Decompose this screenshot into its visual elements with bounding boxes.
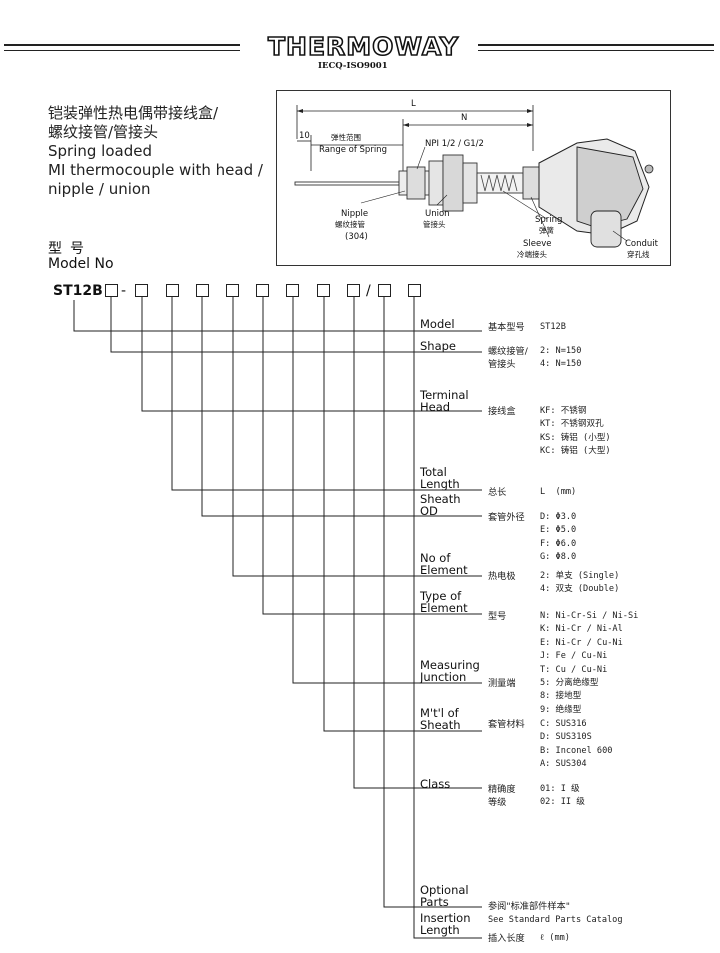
field-label-optional-parts: Optional Parts: [420, 883, 469, 909]
nipple-material-label: (304): [345, 232, 368, 242]
field-values-optional-parts: See Standard Parts Catalog: [488, 915, 623, 925]
field-label-shape: Shape: [420, 339, 457, 353]
code-slash: /: [366, 283, 371, 299]
code-box-junction: [286, 284, 299, 297]
product-title: 铠装弹性热电偶带接线盒/ 螺纹接管/管接头 Spring loaded MI t…: [48, 104, 263, 199]
spring-en-label: Spring: [535, 215, 563, 225]
field-cn-model: 基本型号: [488, 322, 525, 333]
brand-logo: THERMOWAY: [267, 32, 459, 61]
field-label-insertion-length: Insertion Length: [420, 911, 471, 937]
code-box-od: [196, 284, 209, 297]
field-values-no-of-element: 2: 单支 (Single) 4: 双支 (Double): [540, 571, 620, 595]
conduit-en-label: Conduit: [625, 239, 658, 249]
diagram-drawing: [294, 105, 654, 248]
header-rule-right-thin: [478, 50, 714, 51]
field-cn-optional-parts: 参阅"标准部件样本": [488, 901, 570, 912]
field-values-model: ST12B: [540, 322, 566, 332]
range-en-label: Range of Spring: [319, 145, 387, 155]
model-no-cn: 型号: [48, 241, 92, 257]
field-label-terminal-head: Terminal Head: [420, 388, 469, 414]
code-box-optional: [378, 284, 391, 297]
certification-label: IECQ-ISO9001: [318, 61, 388, 71]
field-label-class: Class: [420, 777, 451, 791]
field-values-type-of-element: N: Ni-Cr-Si / Ni-Si K: Ni-Cr / Ni-Al E: …: [540, 611, 639, 675]
field-values-terminal-head: KF: 不锈钢 KT: 不锈钢双孔 KS: 铸铝 (小型) KC: 铸铝 (大型…: [540, 406, 611, 457]
field-label-type-of-element: Type of Element: [420, 589, 468, 615]
dim-N-label: N: [461, 113, 468, 123]
sleeve-cn-label: 冷端接头: [517, 250, 547, 259]
title-en-line1: Spring loaded: [48, 142, 152, 160]
conduit-cn-label: 穿孔线: [627, 250, 650, 259]
field-values-class: 01: I 级 02: II 级: [540, 784, 585, 808]
field-values-sheath-od: D: Φ3.0 E: Φ5.0 F: Φ6.0 G: Φ8.0: [540, 512, 577, 563]
field-label-sheath-od: Sheath OD: [420, 492, 461, 518]
title-en-line3: nipple / union: [48, 180, 151, 198]
field-label-model: Model: [420, 317, 455, 331]
code-box-shape: [105, 284, 118, 297]
union-cn-label: 管接头: [423, 220, 446, 229]
code-dash: -: [121, 283, 127, 299]
nipple-en-label: Nipple: [341, 209, 369, 219]
code-box-head: [135, 284, 148, 297]
title-cn-line2: 螺纹接管/管接头: [48, 123, 159, 141]
field-values-sheath-material: C: SUS316 D: SUS310S B: Inconel 600 A: S…: [540, 719, 613, 770]
header-rule-left: [4, 44, 240, 46]
code-box-sheath: [317, 284, 330, 297]
title-en-line2: MI thermocouple with head /: [48, 161, 263, 179]
model-code: ST12B: [53, 283, 103, 299]
field-cn-insertion-length: 插入长度: [488, 933, 525, 944]
nipple-cn-label: 螺纹接管: [335, 220, 365, 229]
range-cn-label: 弹性范围: [331, 133, 361, 142]
field-cn-terminal-head: 接线盒: [488, 406, 516, 417]
field-cn-type-of-element: 型号: [488, 611, 507, 622]
dim-L-label: L: [411, 99, 416, 109]
field-label-measuring-junction: Measuring Junction: [420, 658, 480, 684]
spring-cn-label: 弹簧: [539, 226, 554, 235]
dim-10-label: 10: [299, 131, 310, 141]
field-label-no-of-element: No of Element: [420, 551, 468, 577]
union-en-label: Union: [425, 209, 450, 219]
title-cn-line1: 铠装弹性热电偶带接线盒/: [48, 104, 219, 122]
code-box-element-type: [256, 284, 269, 297]
field-values-shape: 2: N=150 4: N=150: [540, 346, 582, 370]
field-cn-shape: 螺纹接管/ 管接头: [488, 346, 528, 371]
header-rule-right: [478, 44, 714, 46]
header-rule-left-thin: [4, 50, 240, 51]
field-values-measuring-junction: 5: 分离绝缘型 8: 接地型 9: 绝缘型: [540, 678, 599, 715]
field-values-total-length: L (mm): [540, 487, 577, 497]
field-cn-no-of-element: 热电极: [488, 571, 516, 582]
field-cn-sheath-material: 套管材料: [488, 719, 525, 730]
sleeve-en-label: Sleeve: [523, 239, 552, 249]
field-label-total-length: Total Length: [420, 465, 460, 491]
field-cn-sheath-od: 套管外径: [488, 512, 525, 523]
field-values-insertion-length: ℓ (mm): [540, 933, 570, 943]
model-no-en: Model No: [48, 256, 114, 272]
code-box-insertion: [408, 284, 421, 297]
npi-label: NPI 1/2 / G1/2: [425, 139, 484, 149]
field-cn-class: 精确度 等级: [488, 784, 516, 809]
field-label-sheath-material: M't'l of Sheath: [420, 706, 461, 732]
code-box-length: [166, 284, 179, 297]
field-cn-total-length: 总长: [488, 487, 507, 498]
code-box-class: [347, 284, 360, 297]
product-diagram: L N 10 弹性范围 Range of Spring NPI 1/2 / G1…: [276, 90, 671, 266]
code-box-element-no: [226, 284, 239, 297]
field-cn-measuring-junction: 测量端: [488, 678, 516, 689]
